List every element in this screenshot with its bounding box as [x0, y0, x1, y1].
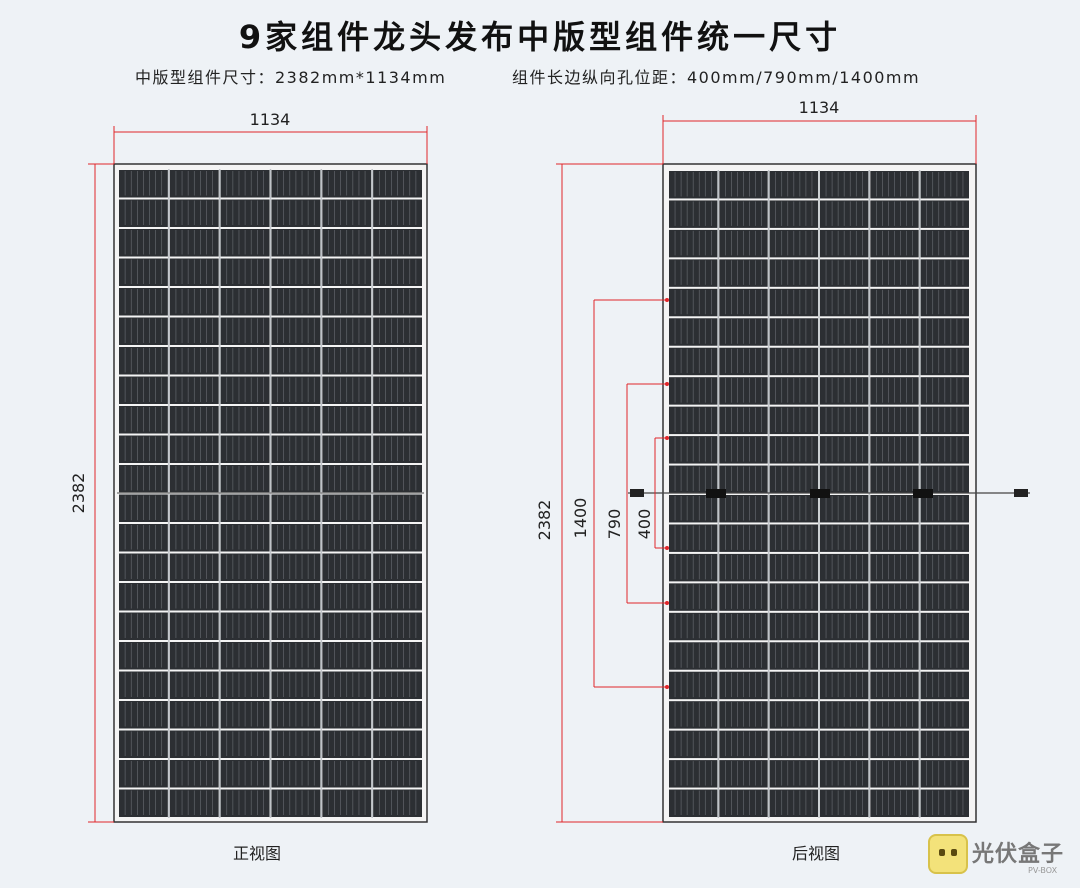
back-width-dimension	[662, 115, 977, 164]
brand-logo: 光伏盒子 PV-BOX	[928, 834, 1068, 882]
junction-cable	[628, 489, 1030, 498]
back-width-label: 1134	[799, 98, 840, 117]
hole-spacing-1400	[593, 299, 667, 688]
junction-box-left	[706, 489, 726, 498]
back-height-label: 2382	[535, 500, 554, 541]
logo-subtext: PV-BOX	[1028, 866, 1058, 875]
mounting-holes	[665, 298, 669, 689]
back-view-caption: 后视图	[792, 844, 841, 863]
junction-box-middle	[810, 489, 830, 498]
hole-label-790: 790	[605, 509, 624, 540]
junction-box-right	[913, 489, 933, 498]
front-height-label: 2382	[69, 473, 88, 514]
hole-spacing-790	[626, 383, 667, 604]
hole-spacing-note: 组件长边纵向孔位距：400mm/790mm/1400mm	[512, 68, 921, 87]
hole-label-400: 400	[635, 509, 654, 540]
logo-text: 光伏盒子	[972, 842, 1065, 867]
front-width-dimension	[113, 126, 428, 164]
box-face-icon	[928, 834, 968, 874]
front-view-caption: 正视图	[233, 844, 282, 863]
front-height-dimension	[88, 163, 114, 823]
front-width-label: 1134	[250, 110, 291, 129]
module-size-note: 中版型组件尺寸：2382mm*1134mm	[135, 68, 447, 87]
page-title: 9家组件龙头发布中版型组件统一尺寸	[238, 18, 842, 56]
front-view-panel	[113, 163, 428, 823]
back-height-dimension	[556, 163, 663, 823]
hole-label-1400: 1400	[571, 498, 590, 539]
